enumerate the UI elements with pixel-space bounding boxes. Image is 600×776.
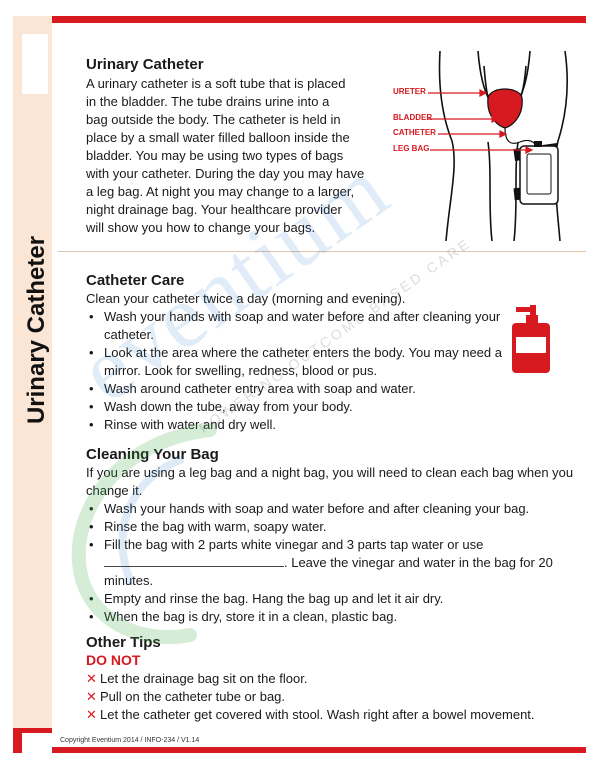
side-title-text: Urinary Catheter: [23, 235, 50, 425]
anatomy-illustration: [428, 50, 569, 242]
list-item: ✕Let the drainage bag sit on the floor.: [86, 671, 308, 686]
list-item: ✕Pull on the catheter tube or bag.: [86, 689, 286, 704]
list-item: Look at the area where the catheter ente…: [86, 344, 506, 380]
section1-paragraph: A urinary catheter is a soft tube that i…: [86, 76, 365, 235]
catheter-care-intro: Clean your catheter twice a day (morning…: [86, 291, 406, 306]
x-icon: ✕: [86, 707, 97, 722]
do-not-list: ✕Let the drainage bag sit on the floor. …: [86, 670, 586, 724]
list-item: Rinse the bag with warm, soapy water.: [86, 518, 586, 536]
list-item: Wash around catheter entry area with soa…: [86, 380, 506, 398]
list-item: Empty and rinse the bag. Hang the bag up…: [86, 590, 586, 608]
section-heading-catheter-care: Catheter Care: [86, 272, 185, 289]
catheter-diagram: URETER BLADDER CATHETER LEG BAG: [380, 46, 590, 246]
soap-bottle-icon: [510, 305, 552, 375]
side-panel-notch: [22, 34, 48, 94]
section-heading-cleaning-your-bag: Cleaning Your Bag: [86, 446, 219, 463]
cleaning-bag-list: Wash your hands with soap and water befo…: [86, 500, 586, 626]
list-item: Fill the bag with 2 parts white vinegar …: [86, 536, 586, 590]
list-item: ✕Let the catheter get covered with stool…: [86, 707, 535, 722]
bottom-red-bar: [52, 747, 586, 753]
x-icon: ✕: [86, 671, 97, 686]
label-leg-bag: LEG BAG: [393, 144, 430, 153]
x-icon: ✕: [86, 689, 97, 704]
side-panel: [13, 16, 52, 753]
catheter-care-list: Wash your hands with soap and water befo…: [86, 308, 506, 434]
list-item: Wash down the tube, away from your body.: [86, 398, 506, 416]
section-heading-urinary-catheter: Urinary Catheter: [86, 56, 204, 73]
label-ureter: URETER: [393, 87, 426, 96]
label-catheter: CATHETER: [393, 128, 436, 137]
list-item: Wash your hands with soap and water befo…: [86, 308, 506, 344]
footer-copyright: Copyright Eventium 2014 / INFO-234 / V1.…: [60, 737, 200, 744]
top-red-bar: [52, 16, 586, 23]
side-corner-inner: [22, 733, 52, 753]
list-item: When the bag is dry, store it in a clean…: [86, 608, 586, 626]
fill-in-blank: [104, 554, 284, 567]
do-not-label: DO NOT: [86, 652, 141, 668]
section-divider: [58, 251, 586, 252]
list-item: Rinse with water and dry well.: [86, 416, 506, 434]
section-heading-other-tips: Other Tips: [86, 634, 161, 651]
cleaning-bag-intro: If you are using a leg bag and a night b…: [86, 465, 574, 498]
label-bladder: BLADDER: [393, 113, 433, 122]
list-item: Wash your hands with soap and water befo…: [86, 500, 586, 518]
